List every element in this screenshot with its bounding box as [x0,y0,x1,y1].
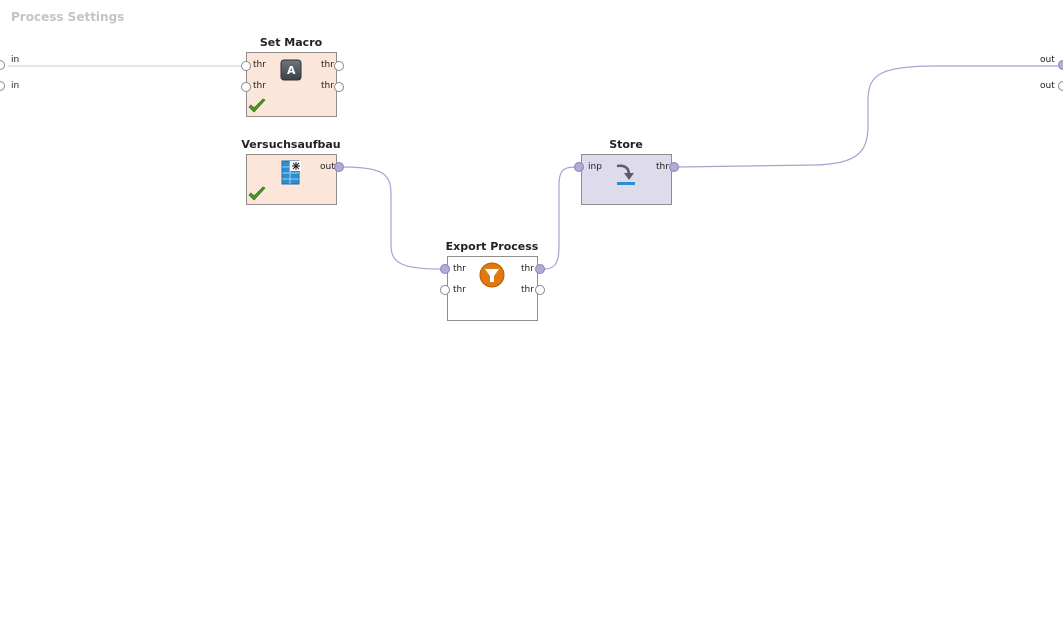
set-macro-out-port-2[interactable] [334,82,344,92]
set-macro-out-port-1[interactable] [334,61,344,71]
process-output-port-1[interactable] [1058,60,1063,70]
versuchsaufbau-out-label-1: out [320,162,335,172]
letter-a-icon: A [280,59,302,81]
process-input-label-1: in [11,55,20,65]
export-process-out-label-1: thr [521,264,534,274]
store-title[interactable]: Store [609,138,643,151]
store-out-label-1: thr [656,162,669,172]
export-process-title[interactable]: Export Process [445,240,539,253]
export-process-in-label-2: thr [453,285,466,295]
orange-funnel-icon [479,262,505,288]
set-macro-success-check-icon [248,98,266,118]
connection-export-to-store[interactable] [543,166,576,270]
set-macro-out-label-1: thr [321,60,334,70]
data-table-generate-icon [281,160,303,186]
set-macro-icon-letter: A [287,64,296,77]
export-process-out-port-1[interactable] [535,264,545,274]
export-process-in-port-1[interactable] [440,264,450,274]
set-macro-in-port-2[interactable] [241,82,251,92]
process-output-port-2[interactable] [1058,81,1063,91]
process-output-label-2: out [1040,81,1055,91]
export-process-in-label-1: thr [453,264,466,274]
canvas-title: Process Settings [11,10,125,24]
versuchsaufbau-out-port-1[interactable] [334,162,344,172]
store-in-port-1[interactable] [574,162,584,172]
process-output-label-1: out [1040,55,1055,65]
set-macro-out-label-2: thr [321,81,334,91]
export-process-out-label-2: thr [521,285,534,295]
set-macro-in-label-1: thr [253,60,266,70]
export-process-out-port-2[interactable] [535,285,545,295]
connection-versuchsaufbau-to-export[interactable] [342,166,441,270]
versuchsaufbau-success-check-icon [248,186,266,206]
connection-store-to-out[interactable] [677,65,1058,168]
store-arrow-icon [613,161,639,187]
store-in-label-1: inp [588,162,602,172]
store-out-port-1[interactable] [669,162,679,172]
process-input-label-2: in [11,81,20,91]
versuchsaufbau-title[interactable]: Versuchsaufbau [241,138,341,151]
set-macro-in-port-1[interactable] [241,61,251,71]
set-macro-title[interactable]: Set Macro [259,36,323,49]
set-macro-in-label-2: thr [253,81,266,91]
store-operator[interactable] [581,154,672,205]
export-process-in-port-2[interactable] [440,285,450,295]
